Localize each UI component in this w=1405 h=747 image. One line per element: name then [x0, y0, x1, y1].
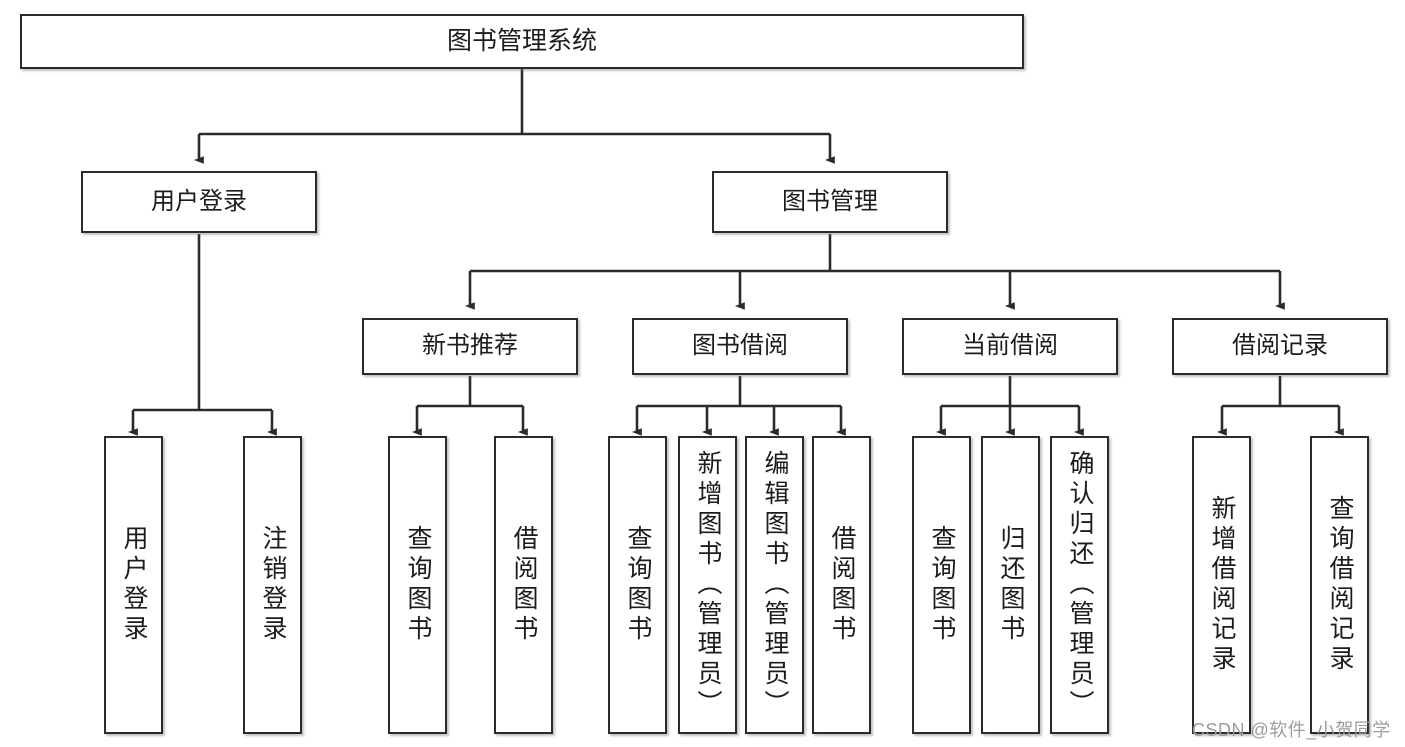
leaf-current-borrow-query[interactable]: 查询图书: [912, 436, 971, 734]
node-label: 确认归还（管理员）: [1066, 450, 1094, 720]
leaf-new-book-borrow[interactable]: 借阅图书: [494, 436, 553, 734]
leaf-user-login-login[interactable]: 用户登录: [104, 436, 163, 734]
node-label: 新增借阅记录: [1208, 495, 1236, 675]
leaf-book-borrow-add[interactable]: 新增图书（管理员）: [678, 436, 737, 734]
node-current-borrow[interactable]: 当前借阅: [902, 318, 1118, 375]
leaf-book-borrow-query[interactable]: 查询图书: [608, 436, 667, 734]
node-label: 用户登录: [151, 187, 247, 215]
node-label: 图书管理: [782, 187, 878, 215]
node-label: 查询图书: [624, 525, 652, 645]
node-label: 查询借阅记录: [1326, 495, 1354, 675]
node-borrow-record[interactable]: 借阅记录: [1172, 318, 1388, 375]
leaf-book-borrow-edit[interactable]: 编辑图书（管理员）: [745, 436, 804, 734]
node-user-login[interactable]: 用户登录: [81, 171, 317, 233]
csdn-watermark: CSDN @软件_小贺同学: [1192, 720, 1391, 740]
node-label: 图书管理系统: [446, 26, 597, 55]
node-label: 新书推荐: [422, 332, 518, 360]
node-new-book-recommend[interactable]: 新书推荐: [362, 318, 578, 375]
node-label: 编辑图书（管理员）: [761, 450, 789, 720]
node-book-borrow[interactable]: 图书借阅: [632, 318, 848, 375]
node-label: 当前借阅: [962, 332, 1058, 360]
leaf-book-borrow-borrow[interactable]: 借阅图书: [812, 436, 871, 734]
node-label: 借阅记录: [1232, 332, 1328, 360]
node-label: 借阅图书: [510, 525, 538, 645]
node-label: 用户登录: [120, 525, 148, 645]
leaf-user-login-logout[interactable]: 注销登录: [243, 436, 302, 734]
leaf-borrow-record-add[interactable]: 新增借阅记录: [1192, 436, 1251, 734]
node-label: 归还图书: [997, 525, 1025, 645]
node-label: 注销登录: [259, 525, 287, 645]
leaf-borrow-record-query[interactable]: 查询借阅记录: [1310, 436, 1369, 734]
leaf-current-borrow-confirm-return[interactable]: 确认归还（管理员）: [1050, 436, 1109, 734]
node-label: 查询图书: [404, 525, 432, 645]
node-label: 查询图书: [928, 525, 956, 645]
node-label: 图书借阅: [692, 332, 788, 360]
node-label: 借阅图书: [828, 525, 856, 645]
node-label: 新增图书（管理员）: [694, 450, 722, 720]
node-root-system[interactable]: 图书管理系统: [20, 14, 1024, 69]
node-book-management[interactable]: 图书管理: [712, 171, 948, 233]
leaf-current-borrow-return[interactable]: 归还图书: [981, 436, 1040, 734]
leaf-new-book-query[interactable]: 查询图书: [388, 436, 447, 734]
